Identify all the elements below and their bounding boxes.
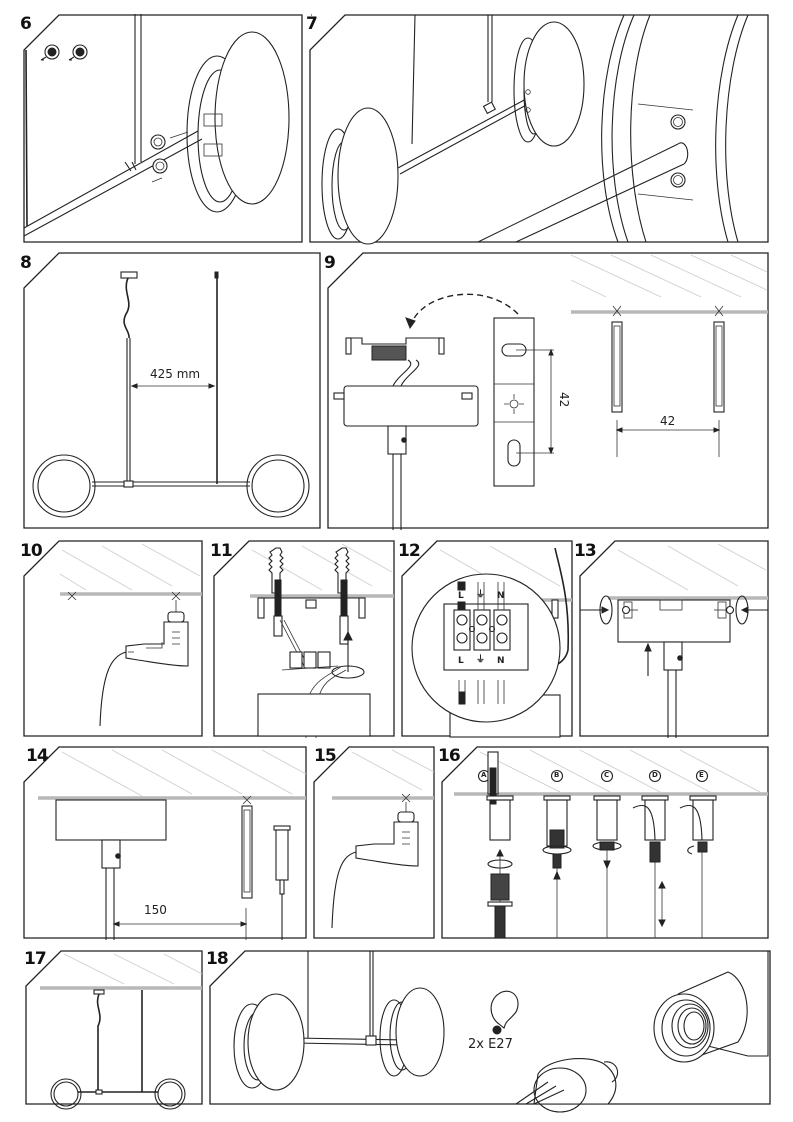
step-number: 13 <box>574 541 597 561</box>
step-8-illustration <box>23 252 321 529</box>
ceiling-hatch <box>617 543 767 591</box>
step-13-panel: 13 <box>574 540 770 738</box>
bracket-dimension-label: 42 <box>557 392 571 408</box>
step-number: 11 <box>210 541 233 561</box>
step-number: 6 <box>20 14 32 34</box>
step-12-illustration <box>401 540 573 738</box>
terminal-label-live-top: L <box>458 591 464 601</box>
step-8-panel: 8 425 mm <box>20 252 322 530</box>
step-16-panel: 16 A B C D E <box>438 746 770 940</box>
substep-label-e: E <box>699 771 704 779</box>
ceiling-hatch <box>61 749 307 797</box>
step-6-illustration <box>23 14 303 243</box>
step-16-illustration <box>441 746 769 939</box>
step-7-illustration <box>309 14 769 245</box>
bulb-label: 2x E27 <box>468 1037 513 1052</box>
step-number: 17 <box>24 949 47 969</box>
light-bulb-icon <box>490 990 519 1035</box>
step-number: 8 <box>20 253 32 273</box>
step-number: 14 <box>26 746 49 766</box>
drill-icon <box>99 600 189 727</box>
step-12-panel: 12 L ⏚ N L ⏚ N <box>398 540 574 738</box>
step-number: 15 <box>314 746 337 766</box>
step-11-panel: 11 <box>210 540 396 738</box>
ceiling-hatch <box>59 543 201 591</box>
step-number: 10 <box>20 541 43 561</box>
step-6-panel: 6 <box>20 14 304 244</box>
step-18-illustration <box>209 950 771 1113</box>
step-number: 12 <box>398 541 421 561</box>
step-10-panel: 10 <box>20 540 204 738</box>
dimension-label: 150 <box>144 903 167 917</box>
ceiling-hatch <box>63 953 203 985</box>
step-18-panel: 18 2x E27 <box>206 949 772 1113</box>
step-10-illustration <box>23 540 203 737</box>
terminal-label-neutral-top: N <box>497 591 505 601</box>
substep-label-c: C <box>604 771 610 779</box>
step-14-panel: 14 150 <box>22 746 308 940</box>
step-17-panel: 17 <box>24 949 204 1110</box>
ceiling-hatch <box>351 749 435 791</box>
step-15-illustration <box>313 746 435 939</box>
knob-icon <box>40 44 60 61</box>
step-9-panel: 9 42 42 <box>324 252 770 530</box>
step-number: 7 <box>306 14 318 34</box>
substep-label-d: D <box>652 771 658 779</box>
terminal-block <box>453 609 511 651</box>
drill-icon <box>331 802 419 929</box>
terminal-label-live-bottom: L <box>458 656 464 666</box>
terminal-label-neutral-bottom: N <box>497 656 505 666</box>
dimension-label: 425 mm <box>150 367 201 381</box>
step-17-illustration <box>25 950 203 1110</box>
substep-label-a: A <box>481 771 487 779</box>
step-14-illustration <box>23 746 307 940</box>
step-11-illustration <box>213 540 395 738</box>
terminal-label-earth-top: ⏚ <box>476 590 486 600</box>
terminal-label-earth-bottom: ⏚ <box>476 655 486 665</box>
step-number: 18 <box>206 949 229 969</box>
step-number: 9 <box>324 253 336 273</box>
step-number: 16 <box>438 746 461 766</box>
step-9-illustration <box>327 252 769 530</box>
step-13-illustration <box>579 540 769 738</box>
substep-label-b: B <box>554 771 560 779</box>
hole-spacing-label: 42 <box>660 414 676 428</box>
knob-icon <box>68 44 88 61</box>
step-15-panel: 15 <box>312 746 436 940</box>
ceiling-hatch <box>570 254 768 298</box>
step-7-panel: 7 <box>306 14 770 245</box>
